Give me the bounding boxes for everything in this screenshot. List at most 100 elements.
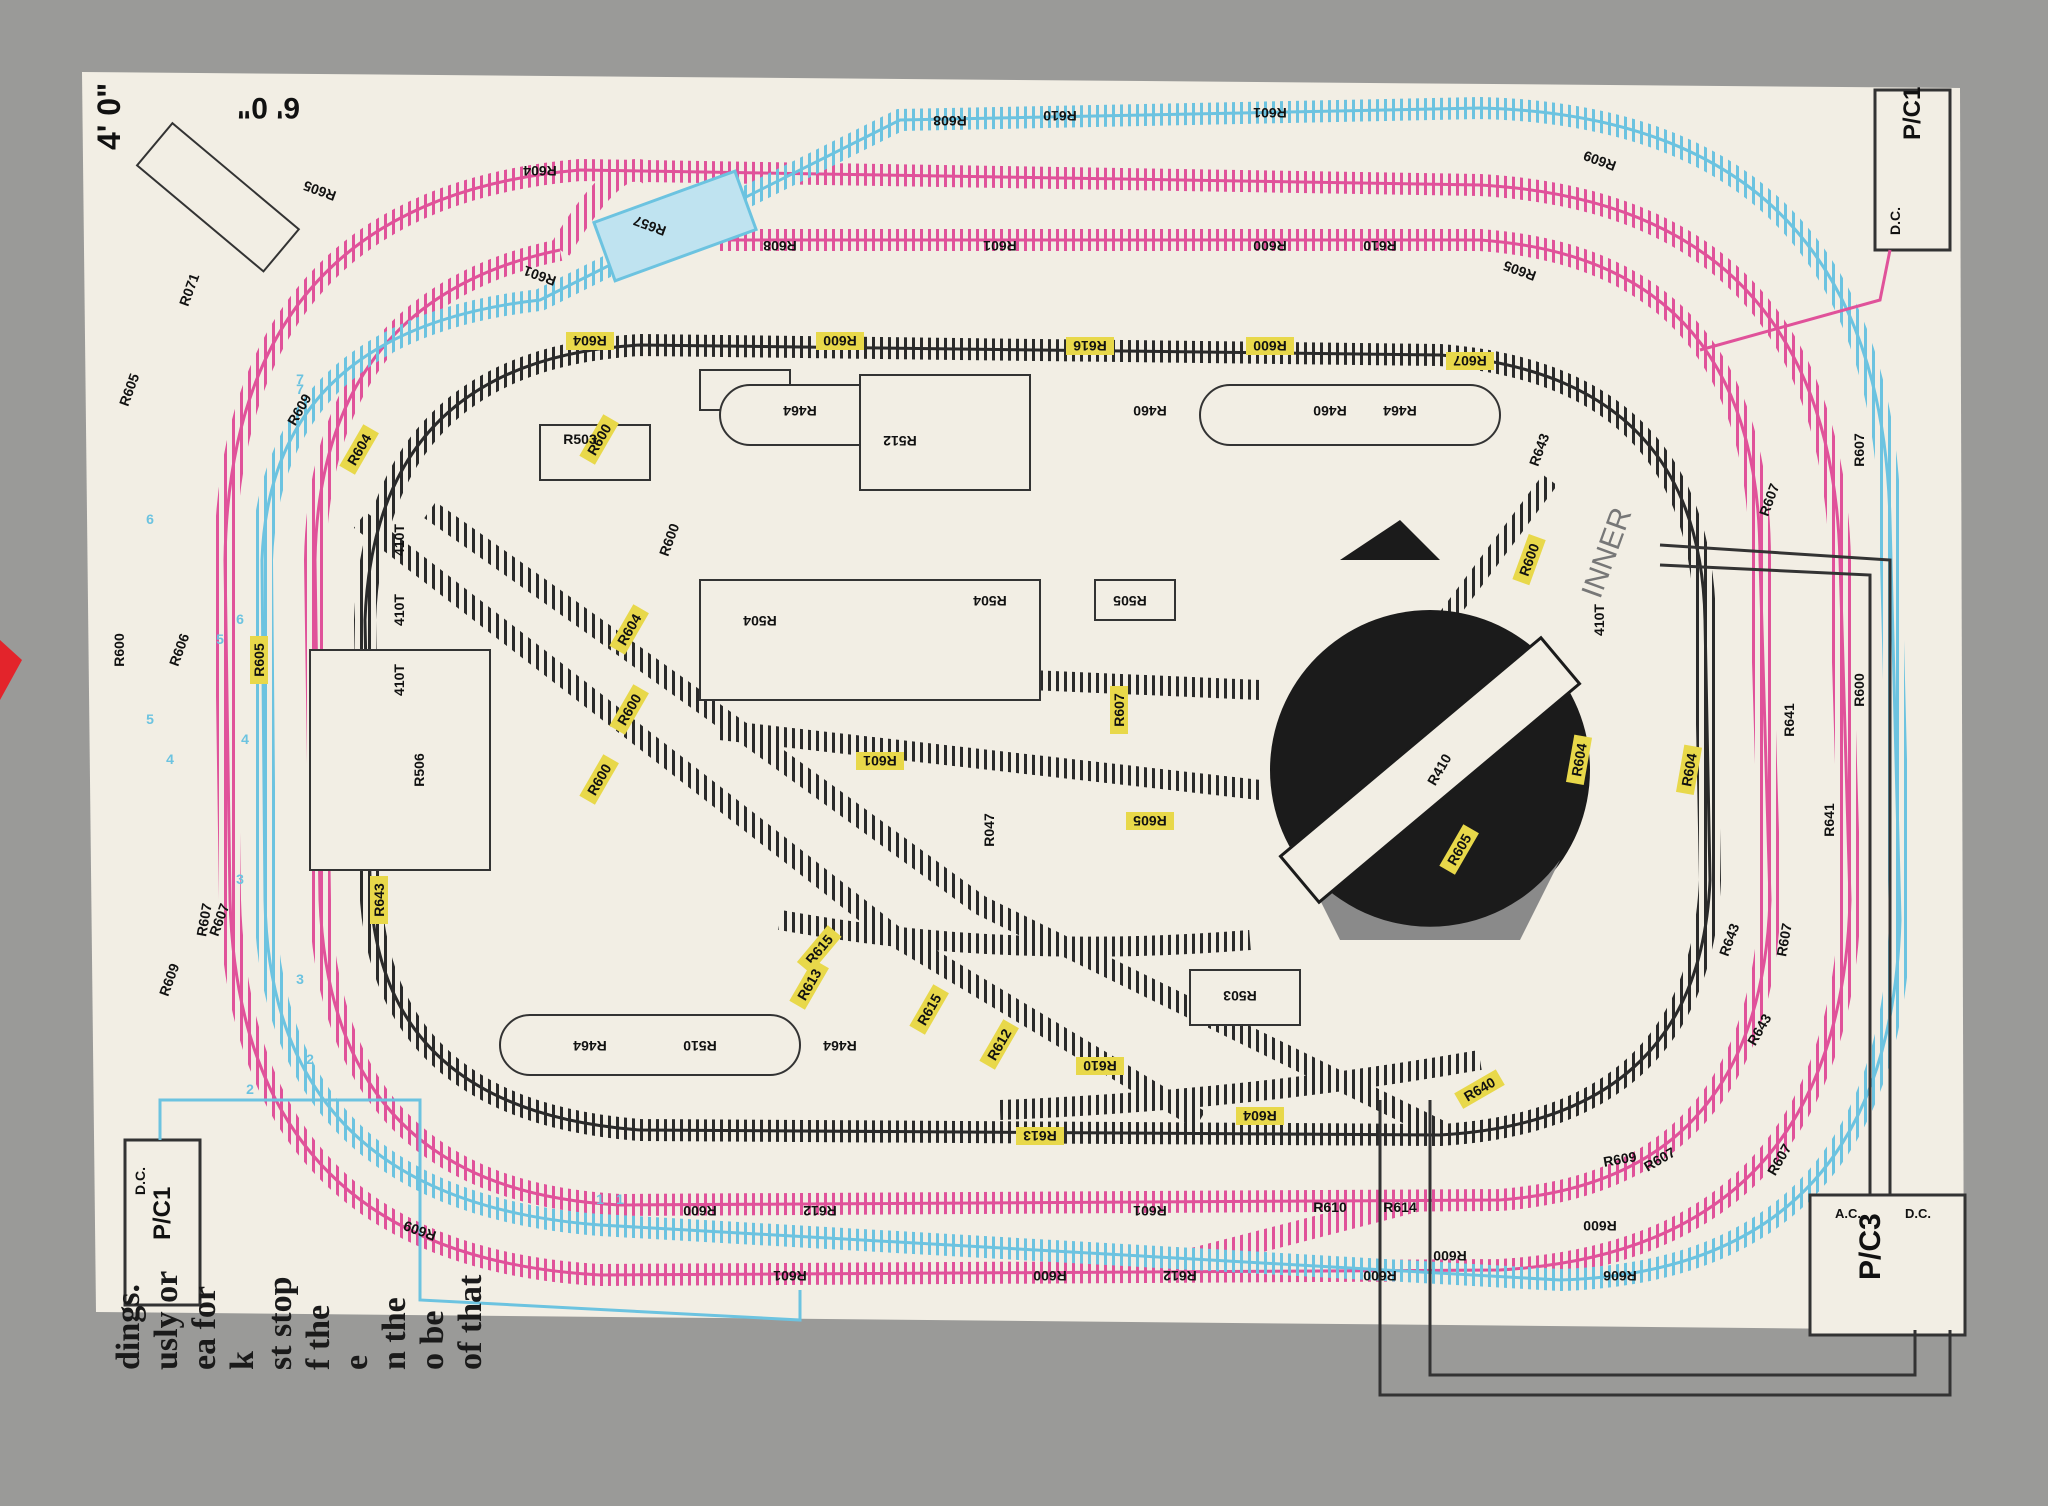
svg-text:5: 5 bbox=[146, 711, 154, 727]
controller-left: P/C1 D.C. bbox=[123, 1138, 202, 1307]
svg-text:R613: R613 bbox=[1023, 1128, 1057, 1144]
svg-text:R505: R505 bbox=[1113, 593, 1147, 609]
pink-track-label: R600 bbox=[111, 633, 127, 667]
svg-text:410T: 410T bbox=[1591, 604, 1607, 636]
structure-label: R506 bbox=[411, 753, 427, 787]
svg-text:R604: R604 bbox=[523, 163, 557, 179]
black-track-label: R604 bbox=[1236, 1107, 1284, 1125]
svg-text:1: 1 bbox=[596, 1191, 604, 1207]
structure-label: 410T bbox=[391, 594, 407, 626]
svg-text:R612: R612 bbox=[803, 1203, 837, 1219]
pink-track-label: R612 bbox=[1163, 1268, 1197, 1284]
svg-text:7: 7 bbox=[296, 371, 304, 387]
svg-text:R503: R503 bbox=[1223, 988, 1257, 1004]
svg-text:7: 7 bbox=[296, 381, 304, 397]
black-track-label: R610 bbox=[1076, 1057, 1124, 1075]
level-crossing bbox=[135, 121, 301, 273]
track-number: 3 bbox=[296, 971, 304, 987]
svg-text:R606: R606 bbox=[1603, 1268, 1637, 1284]
blue-track-label: R600 bbox=[1583, 1218, 1617, 1234]
svg-text:R512: R512 bbox=[883, 433, 917, 449]
blue-track bbox=[250, 96, 1912, 1292]
svg-text:R604: R604 bbox=[1243, 1108, 1277, 1124]
svg-text:4: 4 bbox=[166, 751, 174, 767]
svg-text:R601: R601 bbox=[863, 753, 897, 769]
side-text-line: o be bbox=[414, 1310, 451, 1371]
svg-text:R600: R600 bbox=[1583, 1218, 1617, 1234]
svg-text:R600: R600 bbox=[1433, 1248, 1467, 1264]
pink-track-label: R600 bbox=[1253, 238, 1287, 254]
platform-top-right bbox=[1199, 384, 1501, 446]
svg-text:R464: R464 bbox=[1383, 403, 1417, 419]
structure-label: R464 bbox=[573, 1038, 607, 1054]
track-number: 4 bbox=[241, 731, 249, 747]
svg-text:2: 2 bbox=[306, 1051, 314, 1067]
svg-text:R601: R601 bbox=[773, 1268, 807, 1284]
track-number: 1 bbox=[616, 1191, 624, 1207]
svg-text:3: 3 bbox=[236, 871, 244, 887]
black-track-label: R604 bbox=[339, 424, 379, 475]
svg-text:2: 2 bbox=[246, 1081, 254, 1097]
platform-bottom bbox=[499, 1014, 801, 1076]
structure-label: R460 bbox=[1133, 403, 1167, 419]
pink-track-label: R600 bbox=[1363, 1268, 1397, 1284]
structure-label: R464 bbox=[823, 1038, 857, 1054]
structure-label: R510 bbox=[683, 1038, 717, 1054]
svg-text:R600: R600 bbox=[1033, 1268, 1067, 1284]
svg-text:P/C1: P/C1 bbox=[1899, 87, 1926, 140]
svg-text:R610: R610 bbox=[1043, 108, 1077, 124]
structure-label: 410T bbox=[391, 524, 407, 556]
svg-text:D.C.: D.C. bbox=[1887, 207, 1903, 235]
svg-text:410T: 410T bbox=[391, 664, 407, 696]
svg-text:R601: R601 bbox=[983, 238, 1017, 254]
side-text-line: usly or bbox=[148, 1270, 185, 1370]
black-track-label: R607 bbox=[1110, 686, 1128, 734]
svg-text:R460: R460 bbox=[1133, 403, 1167, 419]
svg-text:R510: R510 bbox=[683, 1038, 717, 1054]
blue-track-label: R607 bbox=[1851, 433, 1867, 467]
pink-track-label: R608 bbox=[763, 238, 797, 254]
svg-text:P/C1: P/C1 bbox=[149, 1187, 176, 1240]
svg-text:A.C.: A.C. bbox=[1835, 1206, 1861, 1221]
pink-track-label: R600 bbox=[1433, 1248, 1467, 1264]
track-number: 1 bbox=[596, 1191, 604, 1207]
track-number: 2 bbox=[306, 1051, 314, 1067]
side-text-line: ea for bbox=[186, 1285, 223, 1370]
side-text-line: k bbox=[224, 1351, 261, 1370]
svg-text:D.C.: D.C. bbox=[1905, 1206, 1931, 1221]
blue-track-label: R601 bbox=[1253, 105, 1287, 121]
svg-text:R504: R504 bbox=[743, 613, 777, 629]
side-text-line: f the bbox=[300, 1304, 337, 1370]
svg-text:R608: R608 bbox=[763, 238, 797, 254]
svg-text:R604: R604 bbox=[1568, 742, 1590, 778]
svg-text:5: 5 bbox=[216, 631, 224, 647]
pink-track-label: R600 bbox=[1033, 1268, 1067, 1284]
structure-label: R464 bbox=[783, 403, 817, 419]
svg-text:R504: R504 bbox=[973, 593, 1007, 609]
svg-text:D.C.: D.C. bbox=[132, 1167, 148, 1195]
pink-track-label: R609 bbox=[1602, 1148, 1638, 1170]
svg-text:R607: R607 bbox=[1111, 693, 1127, 727]
blue-track-label: R608 bbox=[933, 113, 967, 129]
black-track-label: R607 bbox=[1446, 352, 1494, 370]
black-track-label: R613 bbox=[1016, 1127, 1064, 1145]
goods-shed bbox=[309, 649, 491, 871]
station-building bbox=[859, 374, 1031, 491]
svg-text:3: 3 bbox=[296, 971, 304, 987]
pink-track-label: R607 bbox=[1773, 922, 1795, 958]
blue-track-label: R607 bbox=[193, 902, 215, 938]
structure-label: R504 bbox=[973, 593, 1007, 609]
blue-track-label: R610 bbox=[1043, 108, 1077, 124]
length-dimension: 6' 0" bbox=[237, 91, 300, 124]
svg-text:6: 6 bbox=[236, 611, 244, 627]
structure-label: R460 bbox=[1313, 403, 1347, 419]
svg-text:1: 1 bbox=[616, 1191, 624, 1207]
side-text-line: dings. bbox=[110, 1284, 147, 1370]
pink-track-label: R610 bbox=[1363, 238, 1397, 254]
svg-text:R614: R614 bbox=[1383, 1199, 1417, 1215]
track-number: 4 bbox=[166, 751, 174, 767]
svg-text:R607: R607 bbox=[193, 902, 215, 938]
pink-track-label: R604 bbox=[523, 163, 557, 179]
black-track-label: R600 bbox=[579, 754, 619, 805]
svg-text:R464: R464 bbox=[573, 1038, 607, 1054]
